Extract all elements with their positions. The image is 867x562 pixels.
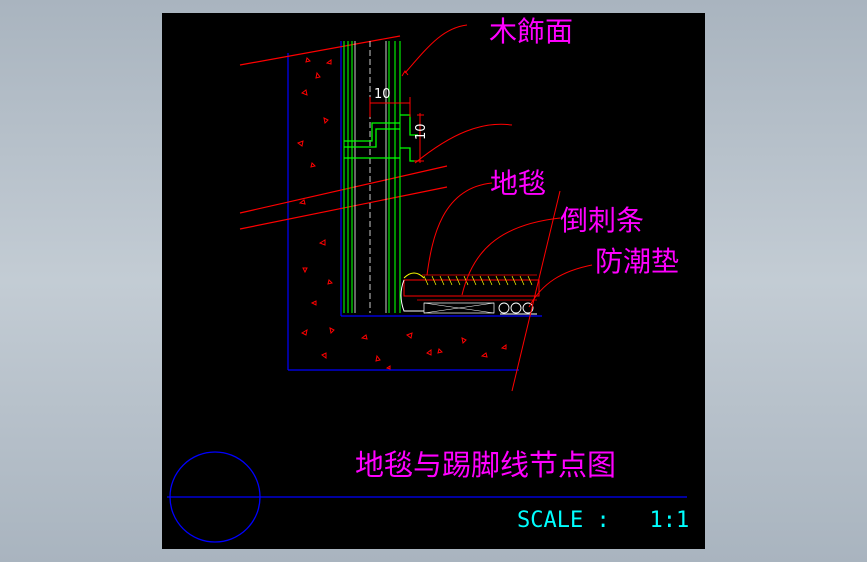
concrete-hatch <box>296 57 507 370</box>
scale-text: SCALE : 1:1 <box>517 508 689 533</box>
wall-outline <box>287 41 542 371</box>
dimension-lines <box>369 97 424 163</box>
label-underlay: 防潮垫 <box>595 245 679 278</box>
dimension-vertical: 10 <box>414 123 429 140</box>
cad-drawing-canvas: 10 10 <box>162 13 705 549</box>
label-carpet: 地毯 <box>490 167 546 200</box>
dimension-horizontal: 10 <box>374 87 391 102</box>
wood-finish-panel <box>343 41 401 313</box>
drawing-title: 地毯与踢脚线节点图 <box>355 448 616 482</box>
label-wood-finish: 木飾面 <box>489 15 573 48</box>
label-gripper-strip: 倒刺条 <box>560 204 644 237</box>
carpet-assembly <box>400 272 540 315</box>
substrate-layer <box>354 41 387 313</box>
groove-joint <box>344 114 418 162</box>
leader-lines <box>401 24 593 392</box>
detail-drawing: 10 10 <box>167 15 689 543</box>
